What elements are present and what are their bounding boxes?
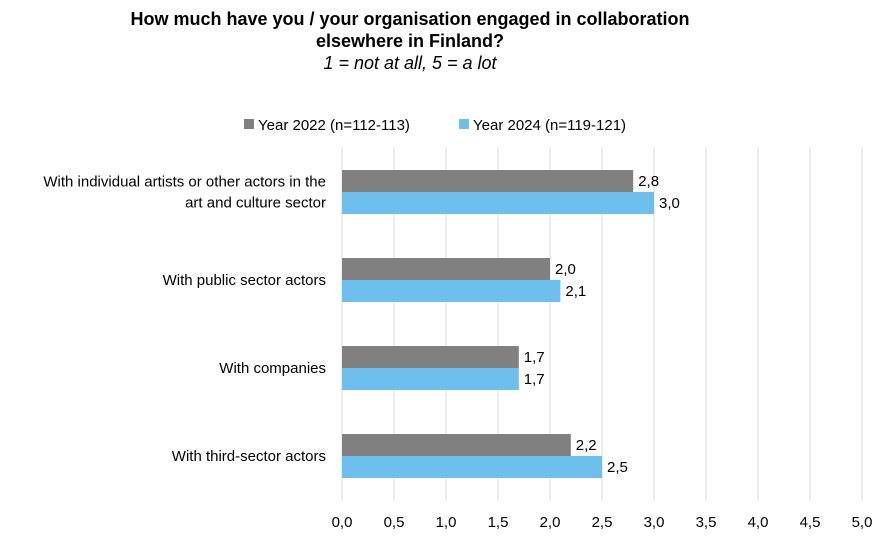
legend-label: Year 2024 (n=119-121)	[473, 117, 626, 134]
data-label: 1,7	[524, 349, 545, 366]
bar	[342, 456, 602, 478]
data-label: 2,5	[607, 459, 628, 476]
data-label: 3,0	[659, 195, 680, 212]
legend: Year 2022 (n=112-113) Year 2024 (n=119-12…	[244, 117, 626, 134]
category-label: With individual artists or other actors …	[43, 174, 326, 191]
x-tick-label: 1,5	[488, 514, 509, 531]
bar	[342, 368, 519, 390]
category-labels: With individual artists or other actors …	[43, 174, 326, 466]
data-label: 2,2	[576, 437, 597, 454]
legend-label: Year 2022 (n=112-113)	[258, 117, 410, 134]
category-label: art and culture sector	[185, 195, 326, 212]
bar	[342, 258, 550, 280]
data-label: 2,1	[565, 283, 586, 300]
x-tick-label: 4,0	[748, 514, 769, 531]
x-tick-label: 3,0	[644, 514, 665, 531]
bar	[342, 280, 561, 302]
category-label: With third-sector actors	[172, 448, 326, 465]
x-tick-label: 4,5	[800, 514, 821, 531]
x-tick-label: 2,0	[540, 514, 561, 531]
category-label: With public sector actors	[163, 272, 326, 289]
bar	[342, 346, 519, 368]
x-tick-label: 5,0	[852, 514, 873, 531]
category-label: With companies	[219, 360, 326, 377]
legend-swatch	[459, 119, 469, 129]
x-axis-ticks: 0,0 0,5 1,0 1,5 2,0 2,5 3,0 3,5 4,0 4,5 5,0	[332, 514, 873, 531]
x-tick-label: 0,0	[332, 514, 353, 531]
chart-title: How much have you / your organisation en…	[130, 9, 689, 73]
x-tick-label: 3,5	[696, 514, 717, 531]
data-label: 2,0	[555, 261, 576, 278]
bars: 2,83,0 2,0 2,1 1,7 1,7 2,2 2,5	[342, 170, 680, 478]
data-label: 1,7	[524, 371, 545, 388]
chart-title-line: How much have you / your organisation en…	[130, 9, 689, 29]
bar	[342, 192, 654, 214]
x-tick-label: 2,5	[592, 514, 613, 531]
bar	[342, 434, 571, 456]
legend-swatch	[244, 119, 254, 129]
data-label: 2,8	[638, 173, 659, 190]
x-tick-label: 1,0	[436, 514, 457, 531]
chart-subtitle: 1 = not at all, 5 = a lot	[323, 53, 497, 73]
chart-title-line: elsewhere in Finland?	[316, 31, 504, 51]
bar	[342, 170, 634, 192]
x-tick-label: 0,5	[384, 514, 405, 531]
